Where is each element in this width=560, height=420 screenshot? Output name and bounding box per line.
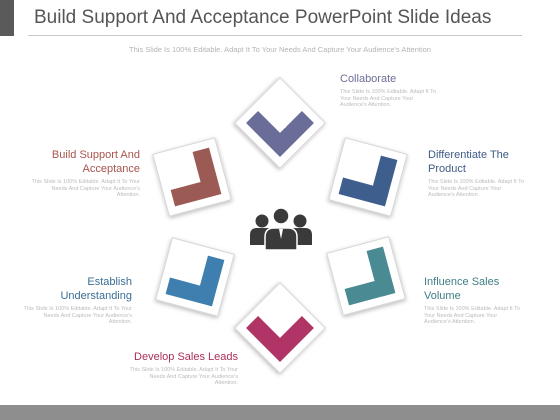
step-06-shape <box>152 137 232 217</box>
step-01-corner-bracket <box>246 110 314 157</box>
step-03-shape <box>326 236 406 316</box>
team-people-icon <box>250 207 312 251</box>
step-04-number: 04 <box>274 324 286 336</box>
slide-subtitle: This Slide Is 100% Editable. Adapt It To… <box>129 45 431 54</box>
step-05-shape <box>155 237 235 317</box>
left-accent-tab <box>0 0 14 36</box>
step-05-number: 05 <box>187 272 199 284</box>
step-06-number: 06 <box>184 172 196 184</box>
footer-bar <box>0 405 560 420</box>
step-03-number: 03 <box>360 271 372 283</box>
step-01-heading: Collaborate <box>340 73 397 85</box>
step-01-description: This Slide Is 100% Editable. Adapt It To… <box>340 89 436 109</box>
step-03-text: Influence Sales Volume This Slide Is 100… <box>424 275 536 326</box>
step-04-text: Develop Sales Leads This Slide Is 100% E… <box>126 350 238 387</box>
step-04-shape <box>234 282 326 374</box>
step-02-shape <box>328 137 408 217</box>
step-01-text: Collaborate This Slide Is 100% Editable.… <box>340 72 452 109</box>
step-03-description: This Slide Is 100% Editable. Adapt It To… <box>424 306 520 326</box>
step-03-corner-bracket <box>344 246 396 306</box>
step-06-heading: Build Support And Acceptance <box>51 149 140 175</box>
step-02-description: This Slide Is 100% Editable. Adapt It To… <box>428 179 524 199</box>
step-04-description: This Slide Is 100% Editable. Adapt It To… <box>129 367 238 387</box>
step-02-text: Differentiate The Product This Slide Is … <box>428 148 540 199</box>
step-02-heading: Differentiate The Product <box>428 149 509 175</box>
step-03-heading: Influence Sales Volume <box>424 276 500 302</box>
step-05-description: This Slide Is 100% Editable. Adapt It To… <box>23 306 132 326</box>
step-06-description: This Slide Is 100% Editable. Adapt It To… <box>31 179 140 199</box>
step-04-frame <box>234 282 326 374</box>
step-06-text: Build Support And Acceptance This Slide … <box>28 148 140 199</box>
step-04-heading: Develop Sales Leads <box>134 351 238 363</box>
step-05-text: Establish Understanding This Slide Is 10… <box>20 275 132 326</box>
step-05-corner-bracket <box>165 255 225 307</box>
title-underline <box>28 35 522 36</box>
step-06-corner-bracket <box>170 147 222 207</box>
step-04-corner-bracket <box>246 315 314 362</box>
step-01-number: 01 <box>274 119 286 131</box>
step-02-number: 02 <box>361 172 373 184</box>
slide-title: Build Support And Acceptance PowerPoint … <box>34 7 492 28</box>
step-02-corner-bracket <box>338 155 398 207</box>
step-01-frame <box>234 77 326 169</box>
step-01-shape <box>234 77 326 169</box>
step-05-heading: Establish Understanding <box>60 276 132 302</box>
